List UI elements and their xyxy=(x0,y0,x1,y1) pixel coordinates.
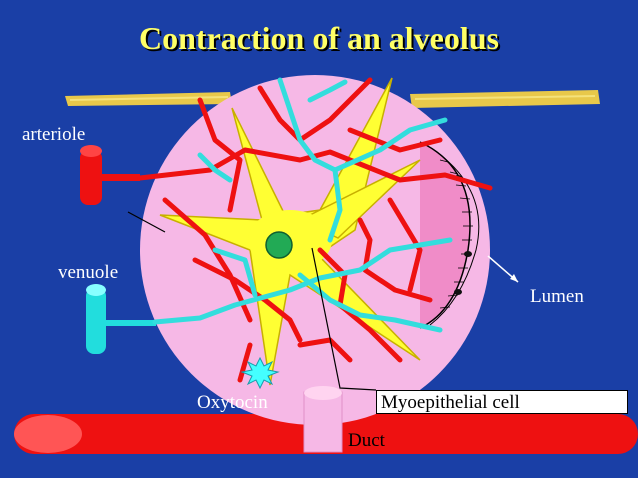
title-underline xyxy=(65,90,600,108)
slide-title: Contraction of an alveolus xyxy=(139,20,499,56)
arteriole-tube xyxy=(80,145,140,205)
duct-tube xyxy=(303,386,343,453)
lumen-region xyxy=(419,141,480,329)
oxytocin-label: Oxytocin xyxy=(197,392,268,413)
myoepithelial-cell-shape xyxy=(159,77,421,386)
venuole-label: venuole xyxy=(58,262,119,283)
capillaries-venous xyxy=(152,77,453,333)
lumen-pointer xyxy=(487,255,519,283)
myoepithelial-cell-label: Myoepithelial cell xyxy=(376,390,628,414)
arteriole-label: arteriole xyxy=(22,124,86,145)
venuole-tube xyxy=(86,284,156,354)
oxytocin-burst xyxy=(240,356,280,390)
leader-lines xyxy=(127,211,377,391)
nucleus xyxy=(265,231,293,259)
duct-label: Duct xyxy=(348,430,385,451)
lumen-label: Lumen xyxy=(530,286,584,307)
